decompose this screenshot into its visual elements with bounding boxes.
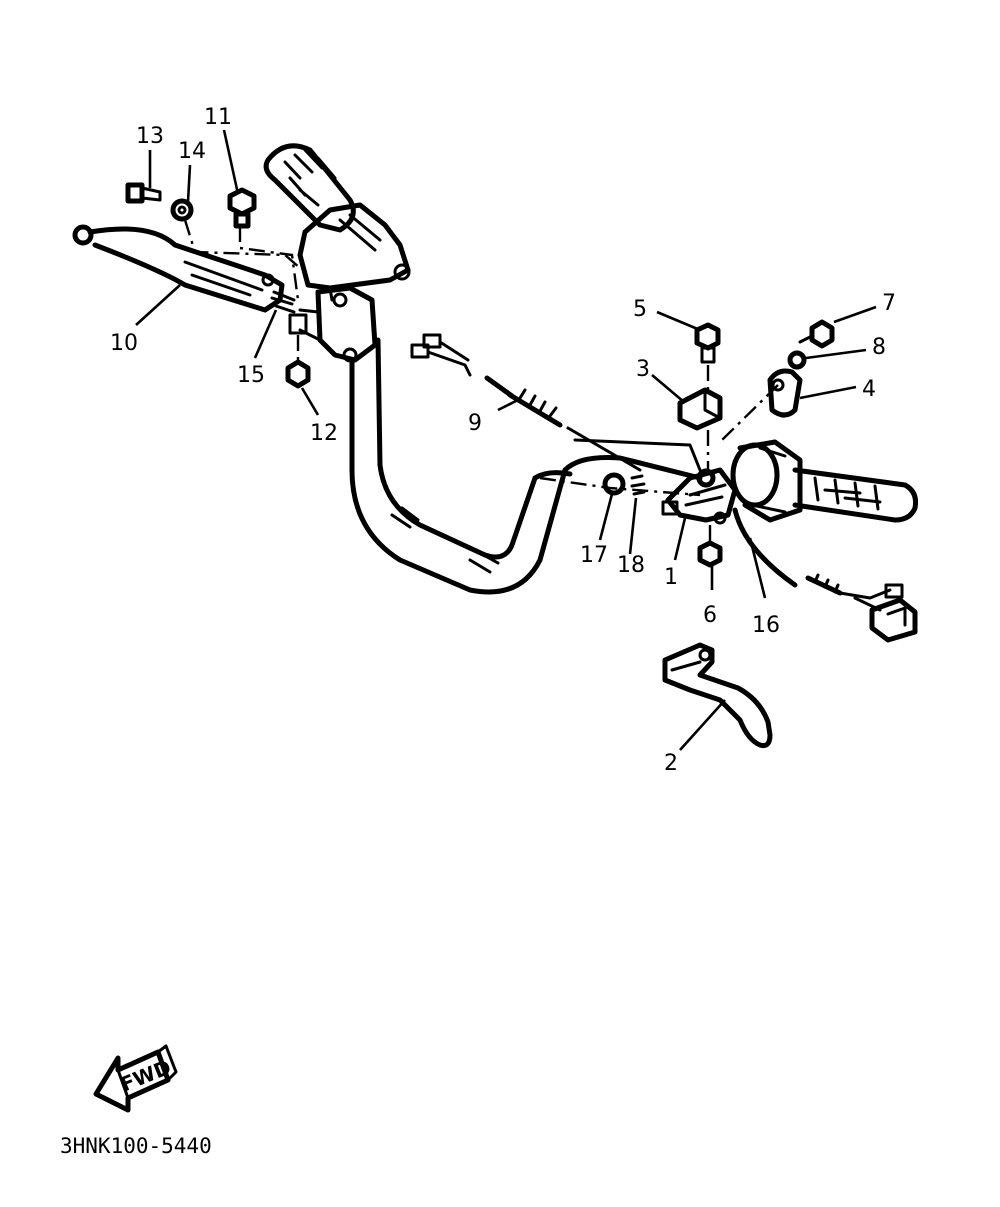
bracket-4 bbox=[767, 368, 803, 418]
clutch-lever bbox=[72, 224, 285, 313]
callout-14: 14 bbox=[178, 139, 206, 164]
nut-12 bbox=[285, 359, 311, 389]
nut-17 bbox=[602, 472, 626, 496]
callout-13: 13 bbox=[136, 124, 164, 149]
clutch-lever-holder bbox=[288, 285, 378, 363]
callout-16: 16 bbox=[752, 613, 780, 638]
callout-9: 9 bbox=[468, 411, 482, 436]
callout-labels: 1 2 3 4 5 6 7 8 9 10 11 12 13 14 15 16 1… bbox=[110, 105, 896, 776]
handlebar bbox=[349, 337, 703, 595]
callout-11: 11 bbox=[204, 105, 232, 130]
left-grip bbox=[263, 143, 356, 233]
bolt-5 bbox=[694, 322, 721, 364]
callout-6: 6 bbox=[703, 603, 717, 628]
callout-18: 18 bbox=[617, 553, 645, 578]
leader-lines bbox=[135, 129, 877, 751]
callout-2: 2 bbox=[664, 751, 678, 776]
callout-12: 12 bbox=[310, 421, 338, 446]
spring-18 bbox=[630, 474, 646, 496]
callout-15: 15 bbox=[237, 363, 265, 388]
callout-7: 7 bbox=[882, 291, 896, 316]
callout-17: 17 bbox=[580, 543, 608, 568]
washer-8 bbox=[787, 350, 807, 370]
spring-15 bbox=[270, 290, 296, 314]
right-grip bbox=[792, 467, 918, 523]
callout-1: 1 bbox=[664, 565, 678, 590]
brake-holder bbox=[661, 467, 738, 525]
bolt-11 bbox=[227, 187, 257, 229]
drawing-code: 3HNK100-5440 bbox=[60, 1134, 212, 1158]
nut-14 bbox=[170, 198, 194, 222]
switch-cable bbox=[732, 507, 918, 643]
callout-8: 8 bbox=[872, 335, 886, 360]
bolt-13 bbox=[125, 182, 162, 204]
brake-lever bbox=[662, 642, 773, 748]
left-switch-housing bbox=[297, 202, 411, 302]
callout-5: 5 bbox=[633, 297, 647, 322]
callout-4: 4 bbox=[862, 377, 876, 402]
throttle-cable bbox=[410, 333, 642, 472]
fwd-arrow-icon: FWD bbox=[93, 1044, 178, 1113]
bolt-7 bbox=[798, 319, 835, 349]
brake-switch bbox=[677, 387, 723, 431]
nut-6 bbox=[697, 540, 723, 568]
callout-10: 10 bbox=[110, 331, 138, 356]
throttle-housing bbox=[730, 439, 803, 523]
callout-3: 3 bbox=[636, 357, 650, 382]
